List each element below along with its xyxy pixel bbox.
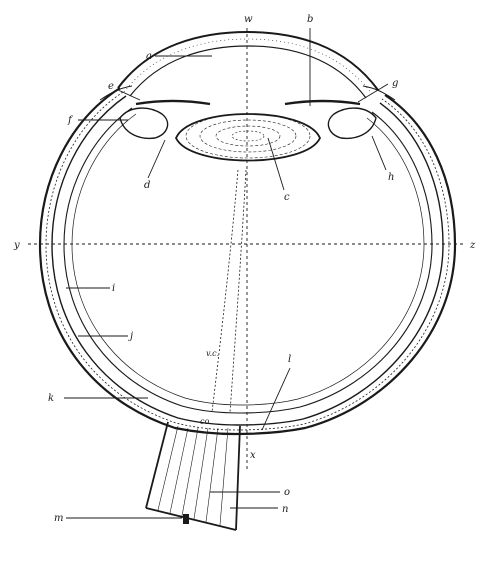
label-w: w (244, 14, 253, 25)
label-b: b (307, 14, 313, 25)
label-z: z (469, 240, 476, 251)
label-e: e (108, 81, 114, 92)
label-x: x (250, 450, 256, 461)
sclera (38, 87, 457, 436)
label-l: l (288, 354, 291, 365)
label-f: f (67, 115, 74, 126)
label-n: n (282, 504, 288, 515)
label-y: y (13, 240, 20, 251)
label-g: g (392, 78, 398, 89)
labels: w b a e g f d c h y z i j v.c. l k co. x… (13, 14, 476, 524)
label-d: d (144, 180, 150, 191)
optic-nerve (145, 421, 241, 531)
label-vc: v.c. (206, 349, 219, 358)
leader-lines (64, 28, 389, 519)
label-h: h (388, 172, 394, 183)
label-o: o (284, 487, 290, 498)
cornea (117, 30, 379, 99)
lens (175, 113, 321, 162)
choroid-retina (63, 107, 433, 414)
hyaloid-canal (211, 169, 247, 413)
label-j: j (128, 331, 133, 342)
axis-lines (28, 28, 466, 472)
label-co: co. (200, 417, 212, 426)
label-k: k (48, 393, 54, 404)
label-a: a (146, 51, 152, 62)
iris (135, 99, 361, 106)
conjunctiva (99, 85, 396, 101)
label-c: c (284, 192, 290, 203)
label-m: m (54, 513, 63, 524)
ciliary-body (119, 107, 377, 140)
label-i: i (112, 283, 115, 294)
